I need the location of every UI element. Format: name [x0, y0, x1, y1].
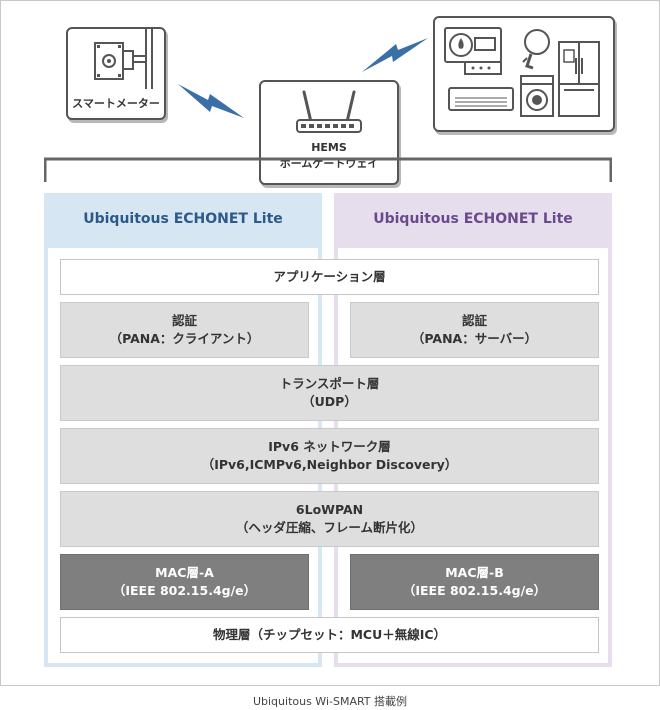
hems-gateway-box: HEMS ホームゲートウェイ	[259, 80, 399, 185]
diagram-caption: Ubiquitous Wi-SMART 搭載例	[252, 695, 408, 708]
home-appliances-box	[433, 16, 615, 132]
mac-layer-a-detail: （IEEE 802.15.4g/e）	[112, 583, 257, 598]
auth-client-detail: （PANA：クライアント）	[109, 331, 260, 346]
wireless-signal-left-icon	[178, 84, 244, 118]
application-layer: アプリケーション層	[60, 259, 599, 295]
auth-server-title: 認証	[461, 313, 487, 328]
connection-bracket	[44, 157, 612, 182]
transport-layer-title: トランスポート層	[279, 376, 380, 391]
6lowpan-layer-detail: （ヘッダ圧縮、フレーム断片化）	[235, 520, 424, 535]
6lowpan-layer: 6LoWPAN （ヘッダ圧縮、フレーム断片化）	[60, 491, 599, 547]
physical-layer-label: 物理層（チップセット：MCU＋無線IC）	[212, 627, 447, 642]
ipv6-layer-title: IPv6 ネットワーク層	[268, 439, 391, 454]
right-column-title: Ubiquitous ECHONET Lite	[373, 211, 573, 227]
smart-meter-label: スマートメーター	[72, 97, 160, 110]
transport-layer-detail: （UDP）	[302, 394, 357, 409]
ipv6-layer-detail: （IPv6,ICMPv6,Neighbor Discovery）	[201, 457, 458, 472]
auth-server-detail: （PANA：サーバー）	[411, 331, 538, 346]
mac-layer-b: MAC層-B （IEEE 802.15.4g/e）	[350, 554, 599, 610]
wireless-signal-right-icon	[362, 38, 428, 72]
physical-layer: 物理層（チップセット：MCU＋無線IC）	[60, 617, 599, 653]
smart-meter-box: スマートメーター	[66, 27, 166, 120]
left-column-title: Ubiquitous ECHONET Lite	[83, 211, 283, 227]
auth-client-title: 認証	[171, 313, 197, 328]
transport-layer: トランスポート層 （UDP）	[60, 365, 599, 421]
home-appliances-icon	[444, 27, 600, 117]
mac-layer-b-title: MAC層-B	[445, 565, 504, 580]
auth-client-layer: 認証 （PANA：クライアント）	[60, 302, 309, 358]
application-layer-label: アプリケーション層	[273, 269, 386, 284]
router-icon	[296, 90, 362, 133]
mac-layer-b-detail: （IEEE 802.15.4g/e）	[402, 583, 547, 598]
6lowpan-layer-title: 6LoWPAN	[295, 502, 364, 517]
hems-label-line1: HEMS	[311, 141, 347, 154]
ipv6-network-layer: IPv6 ネットワーク層 （IPv6,ICMPv6,Neighbor Disco…	[60, 428, 599, 484]
smart-meter-icon	[94, 29, 153, 89]
mac-layer-a-title: MAC層-A	[155, 565, 214, 580]
mac-layer-a: MAC層-A （IEEE 802.15.4g/e）	[60, 554, 309, 610]
auth-server-layer: 認証 （PANA：サーバー）	[350, 302, 599, 358]
